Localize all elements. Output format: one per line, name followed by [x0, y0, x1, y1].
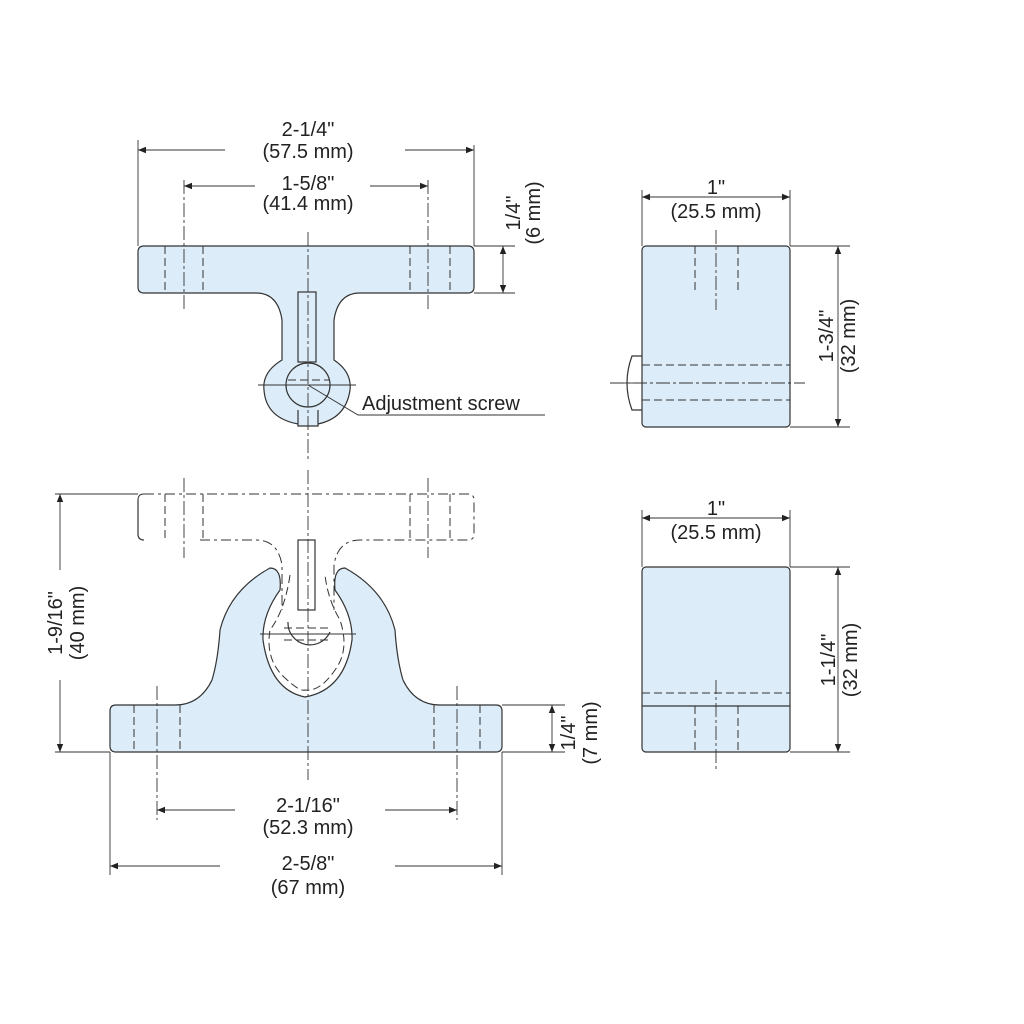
side-bottom-body [641, 566, 791, 753]
side-bottom-width-mm: (25.5 mm) [670, 522, 761, 544]
base-hole-spacing-in: 2-1/16" [276, 795, 340, 817]
overall-width-in: 2-1/4" [282, 119, 335, 141]
side-view-bottom: 1" (25.5 mm) 1-1/4" (32 mm) [641, 498, 862, 772]
base-part-body [109, 567, 503, 753]
base-thickness-in: 1/4" [558, 716, 580, 751]
hole-spacing-in: 1-5/8" [282, 173, 335, 195]
side-top-height-in: 1-3/4" [816, 310, 838, 363]
side-top-body [641, 245, 791, 428]
thickness-in: 1/4" [503, 196, 525, 231]
side-bottom-height-in: 1-1/4" [818, 634, 840, 687]
base-hole-spacing-mm: (52.3 mm) [262, 817, 353, 839]
thickness-mm: (6 mm) [523, 181, 545, 244]
side-top-width-in: 1" [707, 177, 725, 199]
side-top-height-mm: (32 mm) [838, 299, 860, 373]
front-view: 1-9/16" (40 mm) 1/4" (7 mm) 2-1/16" (52.… [45, 470, 602, 899]
adjustment-screw-side [287, 621, 331, 646]
base-thickness-mm: (7 mm) [580, 701, 602, 764]
top-slot [297, 291, 317, 363]
side-bottom-height-mm: (32 mm) [840, 623, 862, 697]
base-overall-width-in: 2-5/8" [282, 853, 335, 875]
adjustment-screw-label: Adjustment screw [362, 393, 520, 415]
front-height-mm: (40 mm) [67, 586, 89, 660]
side-bottom-width-in: 1" [707, 498, 725, 520]
top-view: 2-1/4" (57.5 mm) 1-5/8" (41.4 mm) 1/4" (… [137, 119, 545, 460]
front-height-in: 1-9/16" [45, 591, 67, 655]
overall-width-mm: (57.5 mm) [262, 141, 353, 163]
side-top-width-mm: (25.5 mm) [670, 201, 761, 223]
side-view-top: 1" (25.5 mm) 1-3/4" (32 mm) [610, 177, 860, 428]
top-part-body [137, 245, 475, 427]
base-overall-width-mm: (67 mm) [271, 877, 345, 899]
hole-spacing-mm: (41.4 mm) [262, 193, 353, 215]
